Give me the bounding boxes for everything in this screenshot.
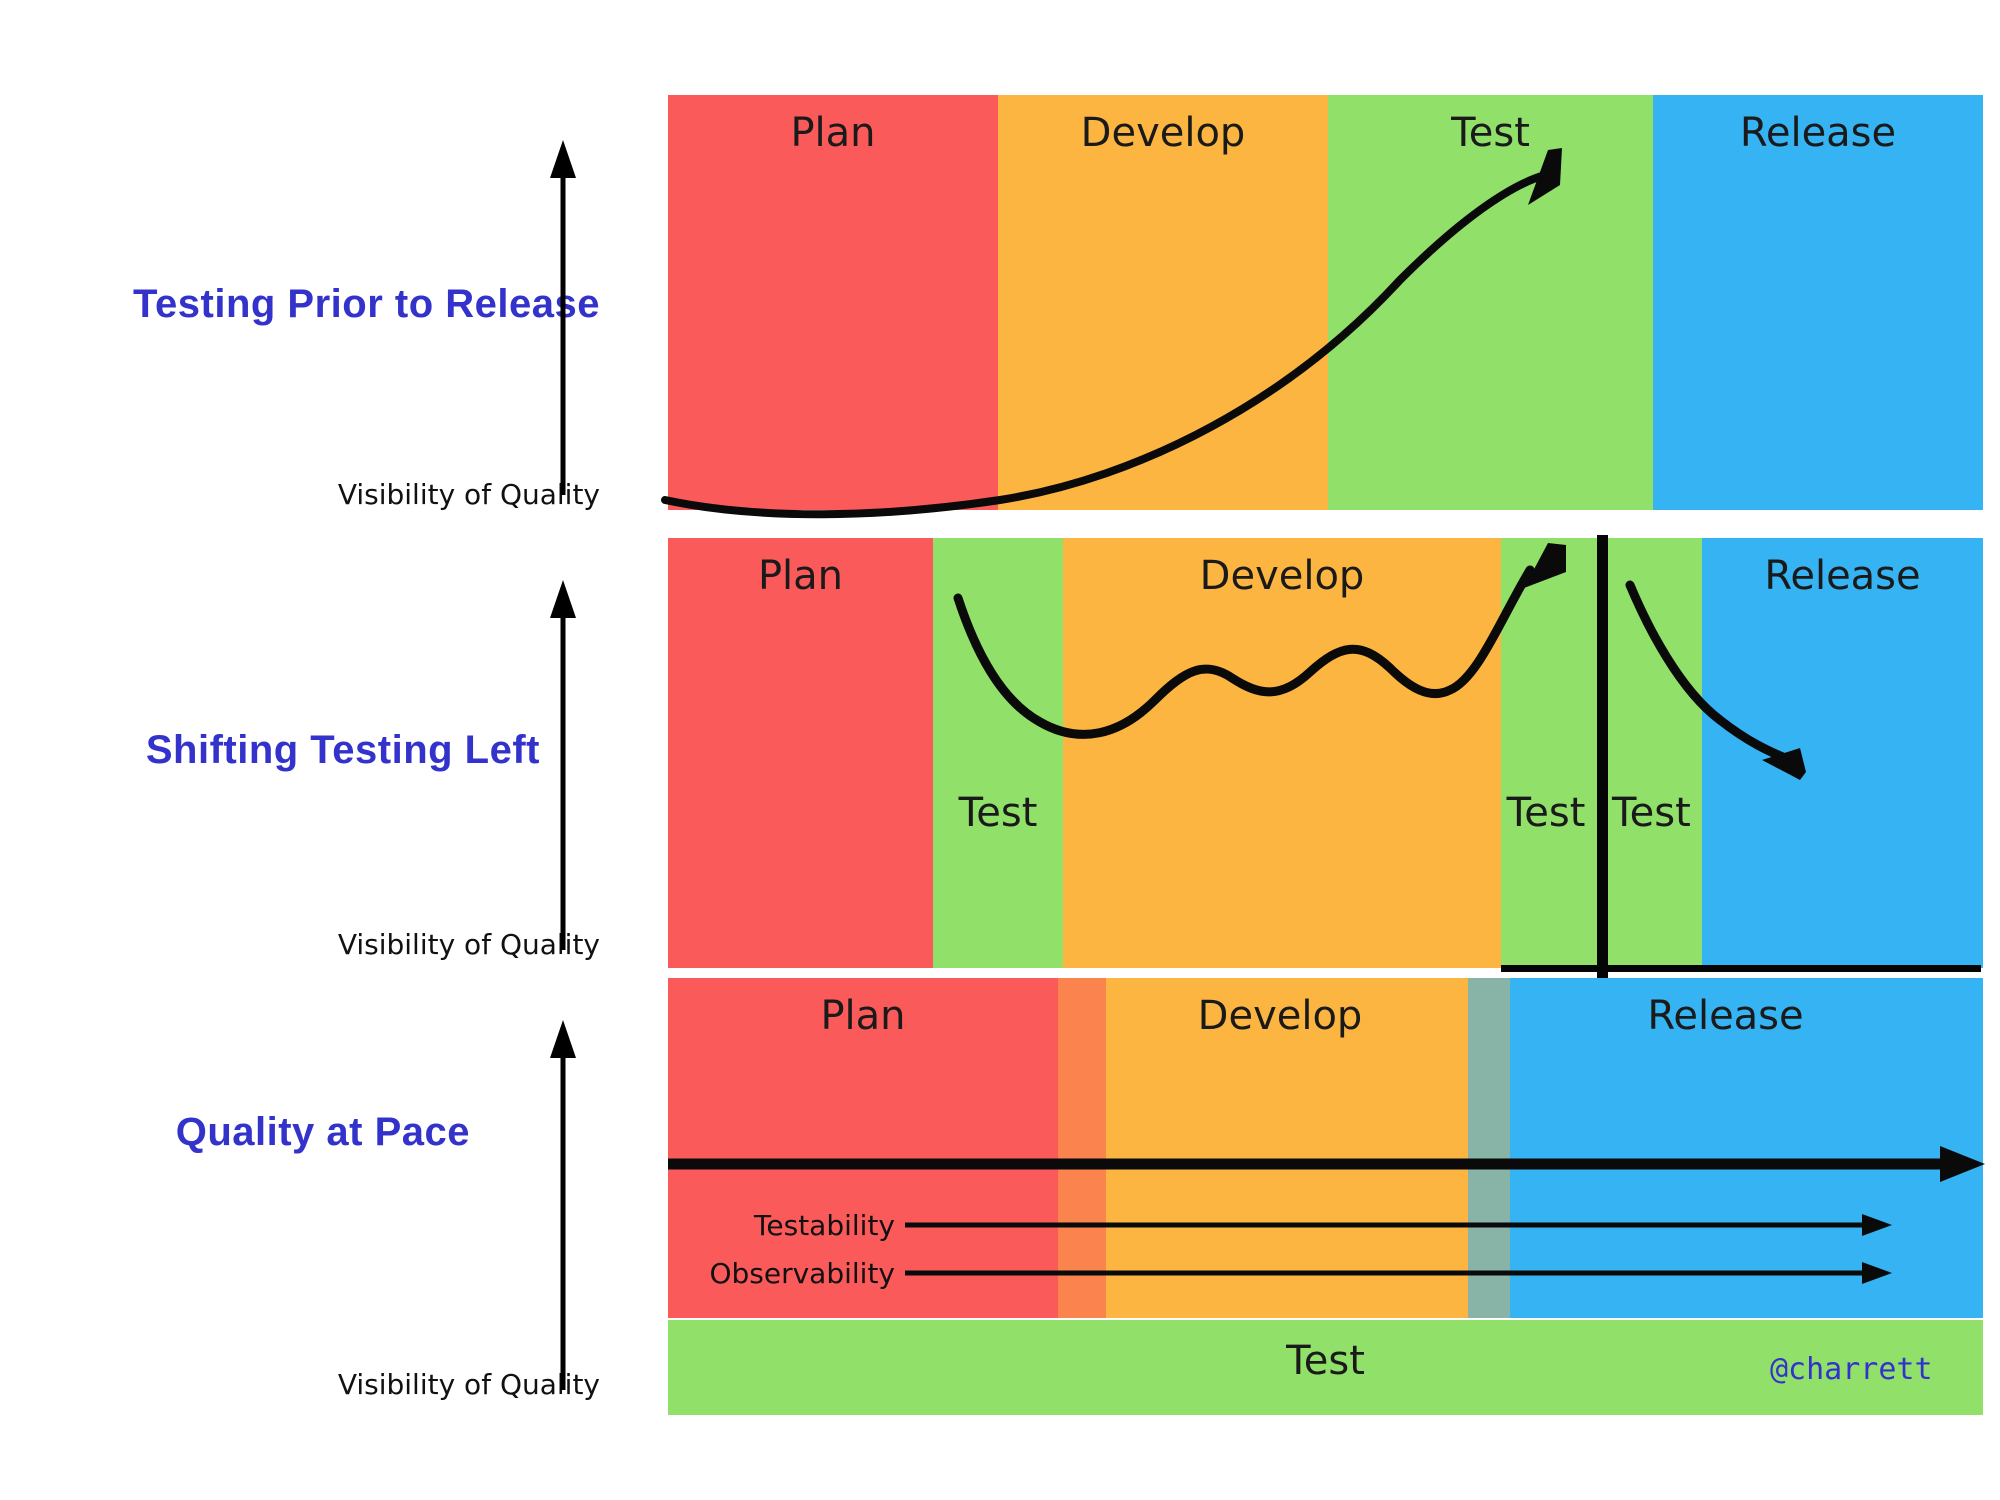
band-develop-1	[998, 95, 1328, 510]
band-label-plan-1: Plan	[790, 110, 876, 156]
band-plan-1	[668, 95, 998, 510]
band-test-2c	[1607, 538, 1702, 968]
panel-title-shifting-testing-left: Shifting Testing Left	[145, 728, 540, 772]
release-gate-bar	[1597, 535, 1608, 978]
band-label-release-3: Release	[1647, 993, 1804, 1039]
band-label-plan-3: Plan	[820, 993, 906, 1039]
overlap-develop-release	[1420, 978, 1468, 1318]
band-develop-3	[1058, 978, 1468, 1318]
band-label-test-2c: Test	[1612, 790, 1691, 836]
axis-label-visibility-3: Visibility of Quality	[337, 1368, 600, 1401]
band-label-test-continuous: Test	[1286, 1338, 1365, 1384]
watermark-charrett: @charrett	[1770, 1352, 1933, 1387]
band-label-develop-3: Develop	[1197, 993, 1363, 1039]
band-label-develop-1: Develop	[1080, 110, 1246, 156]
band-label-release-1: Release	[1739, 110, 1897, 156]
band-label-develop-2: Develop	[1199, 553, 1365, 599]
panel-title-testing-prior-to-release: Testing Prior to Release	[133, 282, 600, 326]
band-test-1	[1328, 95, 1653, 510]
band-label-release-2: Release	[1764, 553, 1921, 599]
flow-label-observability: Observability	[709, 1257, 895, 1290]
axis-label-visibility-2: Visibility of Quality	[337, 928, 600, 961]
band-release-2	[1702, 538, 1983, 968]
band-label-plan-2: Plan	[757, 553, 844, 599]
band-test-continuous	[668, 1320, 1983, 1415]
band-release-1	[1653, 95, 1983, 510]
band-label-test-1: Test	[1451, 110, 1530, 156]
band-develop-2	[1063, 538, 1501, 968]
band-test-2a	[933, 538, 1063, 968]
band-test-2b	[1501, 538, 1601, 968]
axis-label-visibility-1: Visibility of Quality	[337, 478, 600, 511]
flow-label-testability: Testability	[754, 1209, 895, 1242]
band-plan-2	[668, 538, 933, 968]
band-label-test-2a: Test	[958, 790, 1038, 836]
gate-baseline-rule	[1501, 965, 1981, 972]
panel-title-quality-at-pace: Quality at Pace	[175, 1110, 470, 1154]
overlap-develop-release-blend	[1468, 978, 1510, 1318]
overlap-plan-develop	[1058, 978, 1106, 1318]
band-plan-3	[668, 978, 1058, 1318]
band-release-3	[1468, 978, 1983, 1318]
band-label-test-2b: Test	[1506, 790, 1586, 836]
